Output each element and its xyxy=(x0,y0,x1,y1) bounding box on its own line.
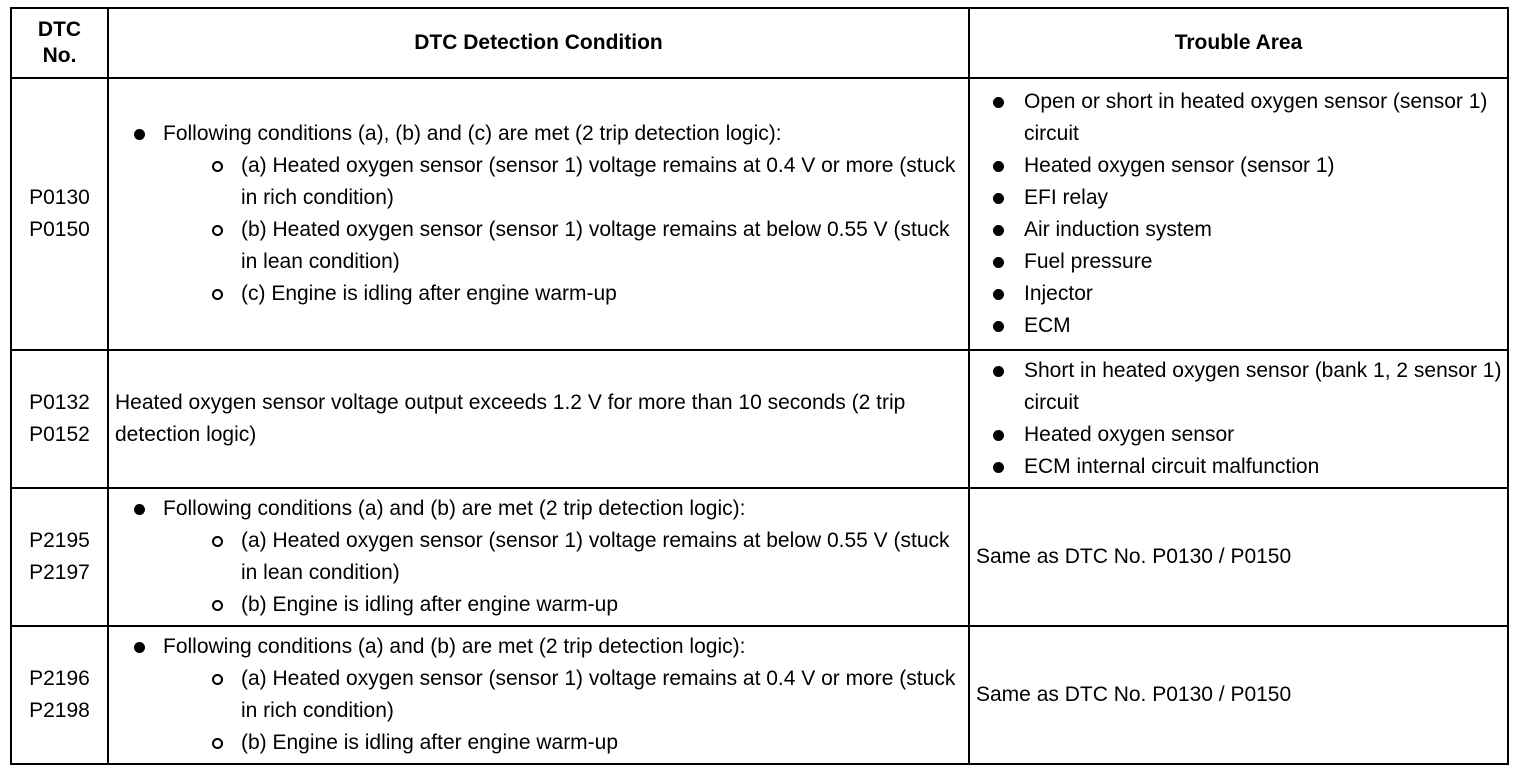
sub-condition-list: (a) Heated oxygen sensor (sensor 1) volt… xyxy=(163,663,968,759)
table-row: P0132 P0152 Heated oxygen sensor voltage… xyxy=(10,349,1509,489)
trouble-area-item: ECM xyxy=(988,310,1507,342)
sub-condition-item: (a) Heated oxygen sensor (sensor 1) volt… xyxy=(211,663,968,727)
dtc-codes-cell: P0132 P0152 xyxy=(10,349,109,489)
dtc-code: P2196 xyxy=(29,667,90,690)
condition-item: Following conditions (a), (b) and (c) ar… xyxy=(131,118,968,310)
dtc-code: P2198 xyxy=(29,699,90,722)
table-row: P2196 P2198 Following conditions (a) and… xyxy=(10,625,1509,765)
trouble-area-item: Injector xyxy=(988,278,1507,310)
trouble-area-cell: Short in heated oxygen sensor (bank 1, 2… xyxy=(968,349,1509,489)
table-row: P0130 P0150 Following conditions (a), (b… xyxy=(10,77,1509,351)
sub-condition-list: (a) Heated oxygen sensor (sensor 1) volt… xyxy=(163,150,968,310)
condition-list: Following conditions (a) and (b) are met… xyxy=(109,631,968,759)
dtc-code: P0130 xyxy=(29,186,90,209)
dtc-code: P2195 xyxy=(29,529,90,552)
trouble-area-cell: Same as DTC No. P0130 / P0150 xyxy=(968,487,1509,627)
sub-condition-item: (c) Engine is idling after engine warm-u… xyxy=(211,278,968,310)
trouble-area-item: ECM internal circuit malfunction xyxy=(988,451,1507,483)
sub-condition-item: (a) Heated oxygen sensor (sensor 1) volt… xyxy=(211,525,968,589)
dtc-code: P0150 xyxy=(29,218,90,241)
sub-condition-list: (a) Heated oxygen sensor (sensor 1) volt… xyxy=(163,525,968,621)
table-row: P2195 P2197 Following conditions (a) and… xyxy=(10,487,1509,627)
condition-cell: Following conditions (a) and (b) are met… xyxy=(107,487,970,627)
header-dtc-no: DTC No. xyxy=(10,7,109,79)
trouble-area-item: EFI relay xyxy=(988,182,1507,214)
condition-list: Following conditions (a), (b) and (c) ar… xyxy=(109,118,968,310)
condition-main-text: Following conditions (a) and (b) are met… xyxy=(163,635,746,658)
header-detection-condition: DTC Detection Condition xyxy=(107,7,970,79)
trouble-area-list: Short in heated oxygen sensor (bank 1, 2… xyxy=(970,355,1507,483)
dtc-code: P0132 xyxy=(29,391,90,414)
trouble-area-list: Open or short in heated oxygen sensor (s… xyxy=(970,86,1507,342)
sub-condition-item: (b) Heated oxygen sensor (sensor 1) volt… xyxy=(211,214,968,278)
trouble-area-cell: Open or short in heated oxygen sensor (s… xyxy=(968,77,1509,351)
condition-main-text: Following conditions (a), (b) and (c) ar… xyxy=(163,122,782,145)
condition-item: Following conditions (a) and (b) are met… xyxy=(131,631,968,759)
trouble-area-item: Heated oxygen sensor xyxy=(988,419,1507,451)
condition-cell: Following conditions (a) and (b) are met… xyxy=(107,625,970,765)
dtc-table: DTC No. DTC Detection Condition Trouble … xyxy=(10,7,1509,765)
condition-item: Following conditions (a) and (b) are met… xyxy=(131,493,968,621)
condition-list: Following conditions (a) and (b) are met… xyxy=(109,493,968,621)
header-row: DTC No. DTC Detection Condition Trouble … xyxy=(10,7,1509,79)
sub-condition-item: (a) Heated oxygen sensor (sensor 1) volt… xyxy=(211,150,968,214)
condition-main-text: Following conditions (a) and (b) are met… xyxy=(163,497,746,520)
header-trouble-area: Trouble Area xyxy=(968,7,1509,79)
trouble-area-item: Short in heated oxygen sensor (bank 1, 2… xyxy=(988,355,1507,419)
dtc-codes-cell: P0130 P0150 xyxy=(10,77,109,351)
trouble-area-item: Open or short in heated oxygen sensor (s… xyxy=(988,86,1507,150)
dtc-codes-cell: P2196 P2198 xyxy=(10,625,109,765)
condition-cell: Following conditions (a), (b) and (c) ar… xyxy=(107,77,970,351)
dtc-code: P0152 xyxy=(29,423,90,446)
trouble-area-item: Fuel pressure xyxy=(988,246,1507,278)
sub-condition-item: (b) Engine is idling after engine warm-u… xyxy=(211,727,968,759)
condition-cell: Heated oxygen sensor voltage output exce… xyxy=(107,349,970,489)
dtc-codes-cell: P2195 P2197 xyxy=(10,487,109,627)
trouble-area-item: Heated oxygen sensor (sensor 1) xyxy=(988,150,1507,182)
dtc-code: P2197 xyxy=(29,561,90,584)
sub-condition-item: (b) Engine is idling after engine warm-u… xyxy=(211,589,968,621)
trouble-area-cell: Same as DTC No. P0130 / P0150 xyxy=(968,625,1509,765)
trouble-area-item: Air induction system xyxy=(988,214,1507,246)
